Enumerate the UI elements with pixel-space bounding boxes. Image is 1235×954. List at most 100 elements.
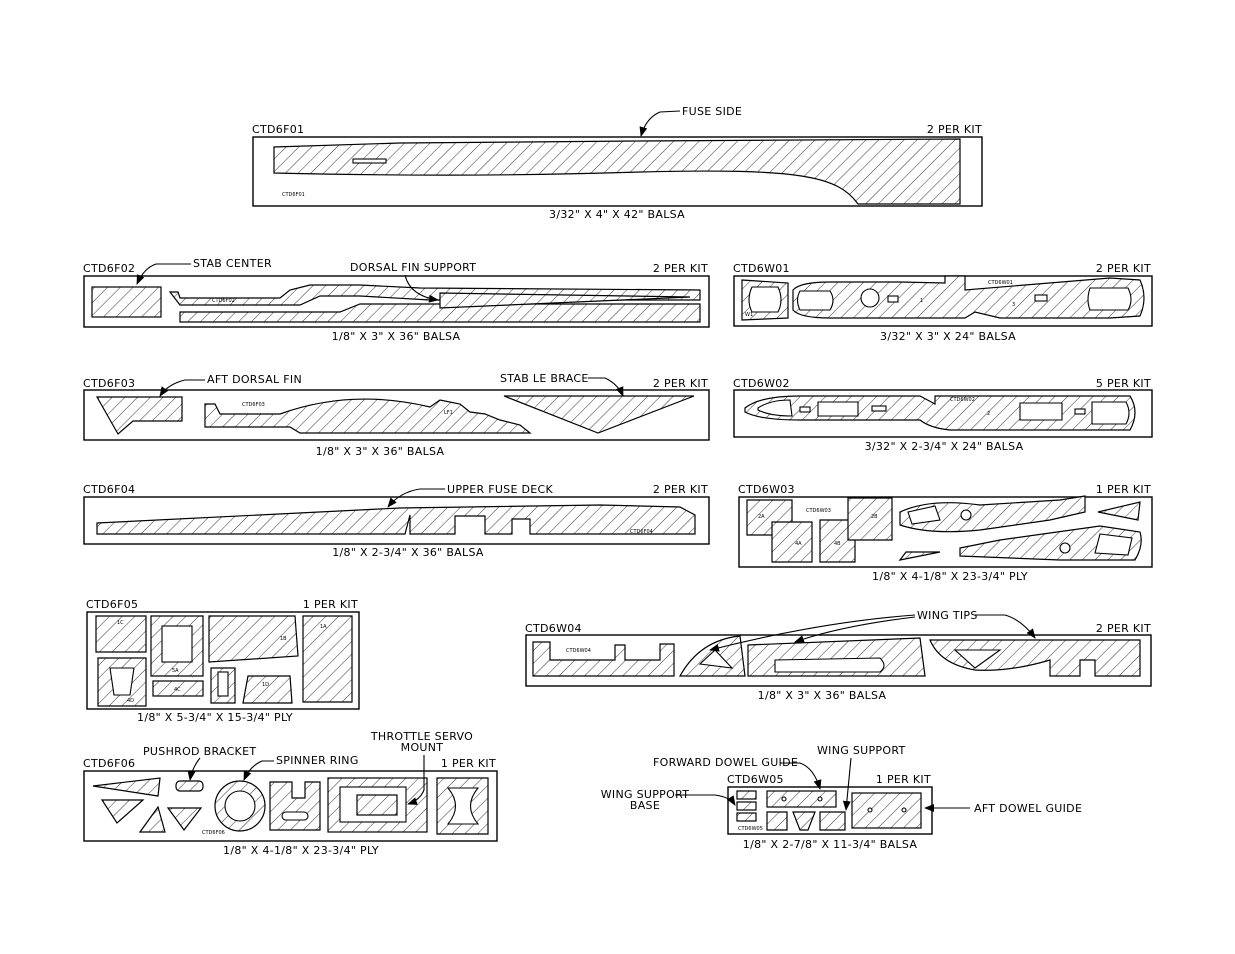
leader-wing-support-base (675, 794, 736, 806)
sheet-quantity: 2 PER KIT (1096, 262, 1151, 275)
sheet-ctd6w03: CTD6W03 1 PER KIT CTD6W03 2A 2B 4A 4B 1/… (738, 483, 1153, 583)
sheet-code: CTD6W05 (727, 773, 784, 786)
part-mark-1: 1 (920, 298, 923, 304)
callout-aft-dorsal-fin: AFT DORSAL FIN (207, 373, 302, 386)
wing-tip-3 (929, 639, 1141, 677)
part-mark-lf1: LF1 (444, 410, 453, 416)
leader-upper-fuse-deck (387, 488, 445, 508)
part-mark-1b: 1B (280, 636, 287, 642)
leader-stab-le-brace (588, 377, 624, 397)
callout-pushrod-bracket: PUSHROD BRACKET (143, 745, 256, 758)
former-1c (95, 615, 147, 653)
sheet-code: CTD6F05 (86, 598, 138, 611)
small-triangle (1097, 501, 1141, 521)
former-1d (242, 675, 293, 704)
part-id: CTD6W04 (566, 648, 591, 654)
leader-stab-center (136, 263, 191, 285)
sheet-code: CTD6F02 (83, 262, 135, 275)
plate-4b (819, 519, 856, 563)
sheet-ctd6w04: CTD6W04 2 PER KIT CTD6W04 1/8" X 3" X 36… (525, 609, 1152, 702)
fuse-former-part (204, 398, 532, 434)
wing-tip-3-hole (953, 649, 1002, 669)
material-sheet (86, 611, 360, 710)
rib-3-hole (1094, 533, 1133, 556)
sheet-quantity: 1 PER KIT (441, 757, 496, 770)
sheet-ctd6f06: CTD6F06 1 PER KIT CTD6F06 1/8" X 4-1/8" … (83, 730, 498, 857)
wing-support-base-1 (736, 790, 757, 800)
sheet-code: CTD6F04 (83, 483, 135, 496)
triangle-brace-4 (166, 807, 203, 832)
sheet-material: 1/8" X 3" X 36" BALSA (332, 330, 461, 343)
wing-support-part-1 (766, 811, 788, 831)
sheet-material: 3/32" X 3" X 24" BALSA (880, 330, 1016, 343)
wing-support-part-3 (819, 811, 846, 831)
aft-dorsal-fin-part (95, 396, 183, 435)
part-id: CTD6W05 (738, 826, 763, 832)
sheet-ctd6f05: CTD6F05 1 PER KIT 1C 5A 1B 1A 4D 4C 1D 1… (86, 598, 360, 724)
leader-spinner-ring (243, 760, 274, 781)
rib-spar-notch-2 (871, 405, 887, 412)
sheet-material: 1/8" X 4-1/8" X 23-3/4" PLY (872, 570, 1028, 583)
former-clip-slot (281, 811, 309, 821)
sheet-material: 1/8" X 2-3/4" X 36" BALSA (332, 546, 484, 559)
rib-spar-notch-3 (1074, 408, 1086, 415)
former-clip (269, 781, 321, 831)
rib-1-hole-2 (960, 509, 972, 521)
part-mark-5a: 5A (172, 668, 179, 674)
callout-forward-dowel-guide: FORWARD DOWEL GUIDE (653, 756, 798, 769)
wing-tip-1-hole (698, 649, 734, 669)
former-1a (302, 615, 353, 703)
sheet-ctd6f02: CTD6F02 2 PER KIT CTD6F02 1/8" X 3" X 36… (83, 257, 710, 343)
forward-dowel-guide-part (766, 790, 837, 808)
triangle-brace (898, 551, 941, 561)
sheet-quantity: 1 PER KIT (1096, 483, 1151, 496)
material-sheet (733, 389, 1153, 438)
sheet-quantity: 1 PER KIT (876, 773, 931, 786)
callout-wing-support-base-2: BASE (630, 799, 660, 812)
leader-aft-dorsal-fin (159, 379, 205, 397)
callout-fuse-side: FUSE SIDE (682, 105, 742, 118)
material-sheet (83, 275, 710, 328)
leader-wing-tips-2 (794, 616, 916, 643)
callout-stab-le-brace: STAB LE BRACE (500, 372, 589, 385)
callout-upper-fuse-deck: UPPER FUSE DECK (447, 483, 554, 496)
wing-tip-strip (532, 641, 675, 677)
sheet-code: CTD6W03 (738, 483, 795, 496)
sheet-ctd6w01: CTD6W01 2 PER KIT CTD6W01 W1 1 3 3/32" X… (733, 262, 1153, 343)
dowel-hole-2 (817, 796, 823, 802)
dowel-hole-1 (781, 796, 787, 802)
part-mark-w1: W1 (745, 312, 753, 318)
sheet-ctd6f03: CTD6F03 2 PER KIT CTD6F03 LF1 1/8" X 3" … (83, 372, 710, 458)
leader-wing-tips-3 (975, 614, 1036, 639)
material-sheet (738, 496, 1153, 568)
callout-aft-dowel-guide: AFT DOWEL GUIDE (974, 802, 1082, 815)
triangle-brace-3 (138, 805, 166, 833)
former-u-slot (217, 671, 229, 697)
wing-support-base-3 (736, 812, 757, 822)
sheet-quantity: 2 PER KIT (927, 123, 982, 136)
leader-wing-support (842, 757, 852, 811)
stab-center-part (91, 286, 162, 318)
rib-1-hole (907, 505, 941, 525)
sheet-material: 1/8" X 4-1/8" X 23-3/4" PLY (223, 844, 379, 857)
fuse-side-slot (352, 158, 387, 164)
wing-support-base-2 (736, 801, 757, 811)
material-sheet (83, 770, 498, 842)
sheet-material: 1/8" X 3" X 36" BALSA (758, 689, 887, 702)
sheet-material: 1/8" X 2-7/8" X 11-3/4" BALSA (743, 838, 918, 851)
sheet-code: CTD6W02 (733, 377, 790, 390)
former-4c (152, 680, 204, 697)
sheet-code: CTD6F03 (83, 377, 135, 390)
rib-hole-1 (757, 399, 793, 417)
pushrod-bracket-part (175, 780, 204, 792)
part-id: CTD6F06 (202, 830, 225, 836)
sheet-quantity: 2 PER KIT (653, 377, 708, 390)
stab-le-brace-part (503, 395, 695, 434)
rib-hole-3 (1019, 402, 1063, 421)
callout-stab-center: STAB CENTER (193, 257, 272, 270)
spinner-ring-hole (224, 790, 256, 822)
part-id: CTD6W02 (950, 397, 975, 403)
dowel-hole-4 (901, 807, 907, 813)
hourglass-former-cutout (446, 787, 480, 825)
